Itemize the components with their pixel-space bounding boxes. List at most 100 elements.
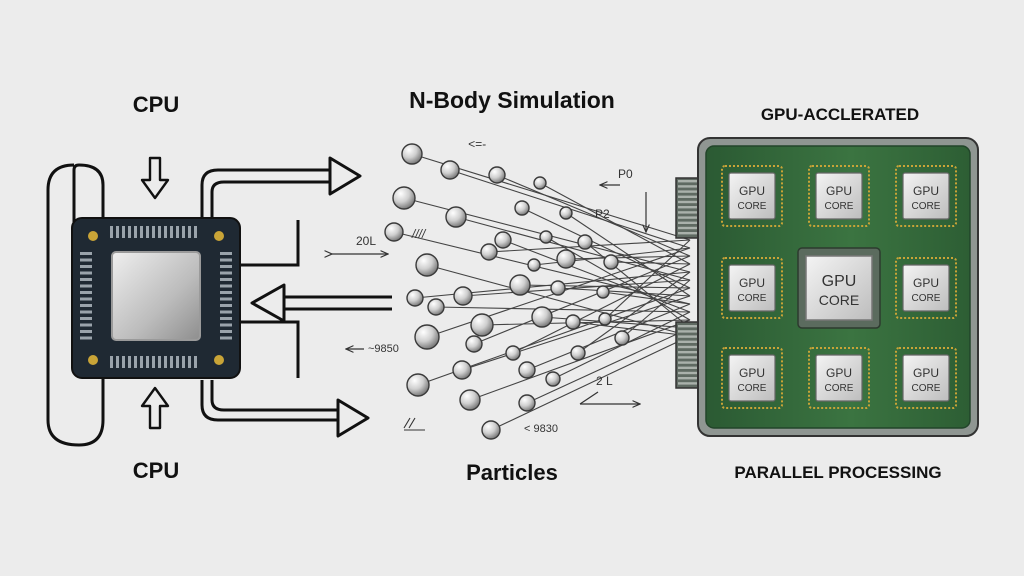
cpu-pin xyxy=(152,356,155,368)
cpu-pin xyxy=(80,258,92,262)
particle xyxy=(518,394,536,412)
particle xyxy=(539,230,553,244)
annotation-a6: ~9850 xyxy=(368,343,399,355)
cpu-pin xyxy=(80,336,92,340)
force-line xyxy=(512,263,691,354)
force-line xyxy=(577,271,691,354)
force-line xyxy=(481,319,691,326)
gpu-section: GPU-ACCLERATED PARALLEL PROCESSING GPUCO… xyxy=(675,105,979,482)
cpu-pin xyxy=(194,226,197,238)
connector-finger xyxy=(678,221,700,224)
cpu-pin xyxy=(110,226,113,238)
connector-finger xyxy=(678,325,700,328)
particle xyxy=(559,206,573,220)
force-line xyxy=(565,255,691,260)
nbody-section: N-Body Simulation Particles <=- P0 P2 20… xyxy=(332,87,691,485)
particle xyxy=(414,324,440,350)
particle xyxy=(533,176,547,190)
gpu-center-core: GPU CORE xyxy=(797,247,881,329)
cpu-label-top: CPU xyxy=(133,92,179,117)
annotation-a2: P0 xyxy=(618,167,633,181)
cpu-pin xyxy=(158,226,161,238)
connector-finger xyxy=(678,180,700,183)
cpu-pin xyxy=(220,284,232,288)
parallel-processing-label: PARALLEL PROCESSING xyxy=(734,463,941,482)
connector-finger xyxy=(678,200,700,204)
cpu-bus-upper xyxy=(240,220,300,267)
cpu-pins xyxy=(80,226,232,368)
particle xyxy=(518,361,536,379)
force-line xyxy=(602,291,691,305)
cpu-pin xyxy=(158,356,161,368)
gpu-core-grid: GPUCOREGPUCOREGPUCOREGPUCOREGPUCOREGPUCO… xyxy=(721,165,957,409)
connector-finger xyxy=(678,232,700,235)
annotation-a7: 2 L xyxy=(596,374,613,388)
cpu-pin xyxy=(80,323,92,327)
gpu-core-line1: GPU xyxy=(826,184,852,198)
cpu-pin xyxy=(220,336,232,340)
cpu-pin xyxy=(80,310,92,314)
connector-finger xyxy=(678,216,700,219)
gpu-core-line1: GPU xyxy=(739,276,765,290)
particle xyxy=(545,371,561,387)
particle xyxy=(481,420,501,440)
particle xyxy=(392,186,416,210)
cpu-pin xyxy=(80,271,92,275)
cpu-output-arrow-top xyxy=(200,168,332,220)
gpu-core-line2: CORE xyxy=(738,201,767,212)
cpu-pin xyxy=(188,226,191,238)
cpu-pin xyxy=(80,278,92,281)
cpu-corner-pad xyxy=(88,231,98,241)
cpu-bus-lower xyxy=(240,320,300,378)
particle xyxy=(406,289,424,307)
annotation-a1: <=- xyxy=(468,137,486,151)
cpu-pin xyxy=(140,356,143,368)
gpu-core-line2: CORE xyxy=(825,201,854,212)
annotation-a5: //// xyxy=(411,227,427,241)
gpu-core-line2: CORE xyxy=(825,383,854,394)
cpu-pin xyxy=(116,226,119,238)
gpu-core-line1: GPU xyxy=(739,366,765,380)
connector-finger xyxy=(678,330,700,333)
cpu-pin xyxy=(152,226,155,238)
particle xyxy=(488,166,506,184)
connector-finger xyxy=(678,366,700,369)
force-line xyxy=(461,295,691,371)
particle xyxy=(603,254,619,270)
cpu-input-arrow-top xyxy=(140,156,170,200)
cpu-output-arrow-bottom xyxy=(200,380,340,422)
cpu-pin xyxy=(80,317,92,320)
connector-finger xyxy=(678,351,700,354)
annotation-scribble xyxy=(403,417,425,431)
particle xyxy=(614,330,630,346)
cpu-pin xyxy=(220,265,232,268)
cpu-pin xyxy=(220,317,232,320)
connector-finger xyxy=(678,371,700,375)
connector-finger xyxy=(678,361,700,364)
cpu-pin xyxy=(176,356,179,368)
particle xyxy=(514,200,530,216)
connector-finger xyxy=(678,226,700,230)
force-line xyxy=(526,327,691,404)
particle xyxy=(565,314,581,330)
cpu-pin xyxy=(146,356,149,368)
cpu-pin xyxy=(80,304,92,307)
force-line xyxy=(496,174,691,257)
cpu-corner-pad xyxy=(88,355,98,365)
gpu-center-core-line2: CORE xyxy=(819,292,859,308)
connector-finger xyxy=(678,345,700,349)
connector-finger xyxy=(678,206,700,209)
gpu-core-line2: CORE xyxy=(912,293,941,304)
connector-finger xyxy=(678,211,700,214)
particle xyxy=(531,306,553,328)
cpu-pin xyxy=(116,356,119,368)
cpu-pin xyxy=(80,265,92,268)
cpu-pin xyxy=(220,252,232,255)
force-line xyxy=(621,279,691,339)
particle xyxy=(453,286,473,306)
cpu-pin xyxy=(80,284,92,288)
particle xyxy=(505,345,521,361)
particle xyxy=(465,335,483,353)
cpu-pin xyxy=(164,226,167,238)
